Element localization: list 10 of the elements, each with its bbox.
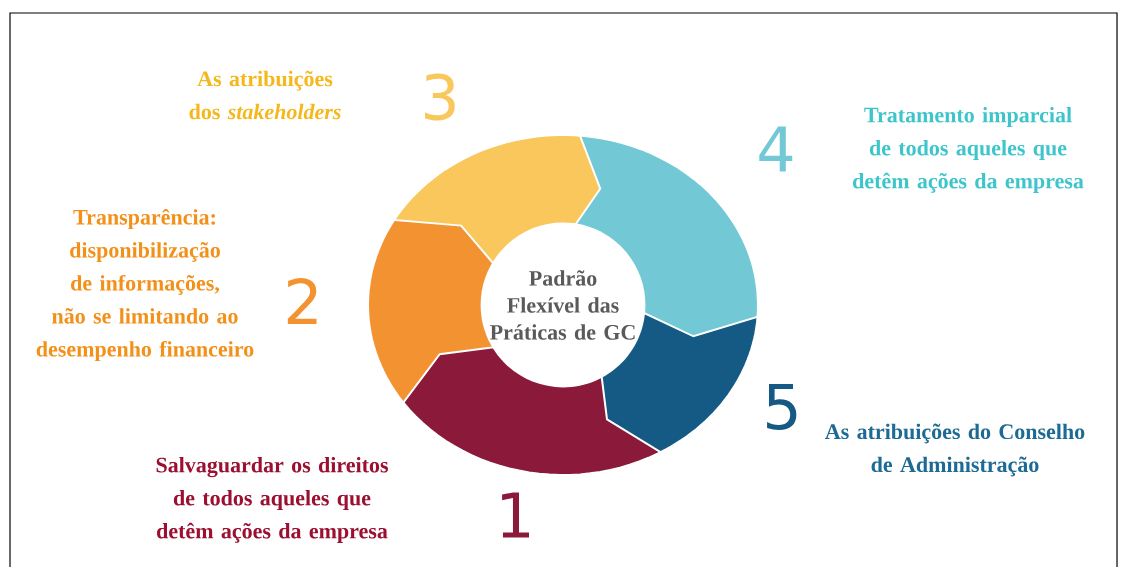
label-text: As atribuições dos stakeholders: [189, 70, 341, 120]
label-text: Transparência: disponibilização de informações, não se limitando ao desempenho financeiro: [36, 208, 254, 362]
step-number: 1: [502, 492, 529, 538]
step-number: 5: [767, 383, 797, 431]
step-number: 3: [425, 73, 455, 121]
label-text: As atribuições do Conselho de Administração: [825, 423, 1085, 477]
label-text: Tratamento imparcial de todos aqueles que detêm ações da empresa: [853, 107, 1084, 193]
step-number: 4: [759, 126, 793, 172]
step-number: 2: [287, 278, 317, 324]
label-text: Salvaguardar os direitos de todos aqueles que detêm ações da empresa: [156, 457, 388, 543]
